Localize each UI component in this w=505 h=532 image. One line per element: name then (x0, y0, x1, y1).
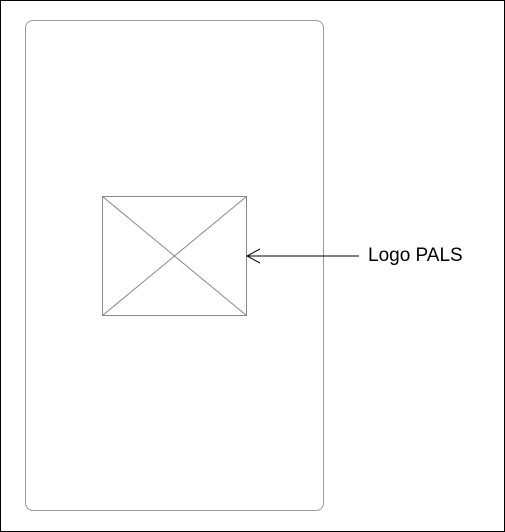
callout-arrow (244, 246, 359, 266)
callout-label: Logo PALS (368, 245, 463, 266)
image-placeholder-icon (102, 196, 247, 316)
arrow-left-icon (245, 248, 359, 264)
logo-placeholder (102, 196, 247, 316)
phone-screen-frame (25, 20, 324, 511)
